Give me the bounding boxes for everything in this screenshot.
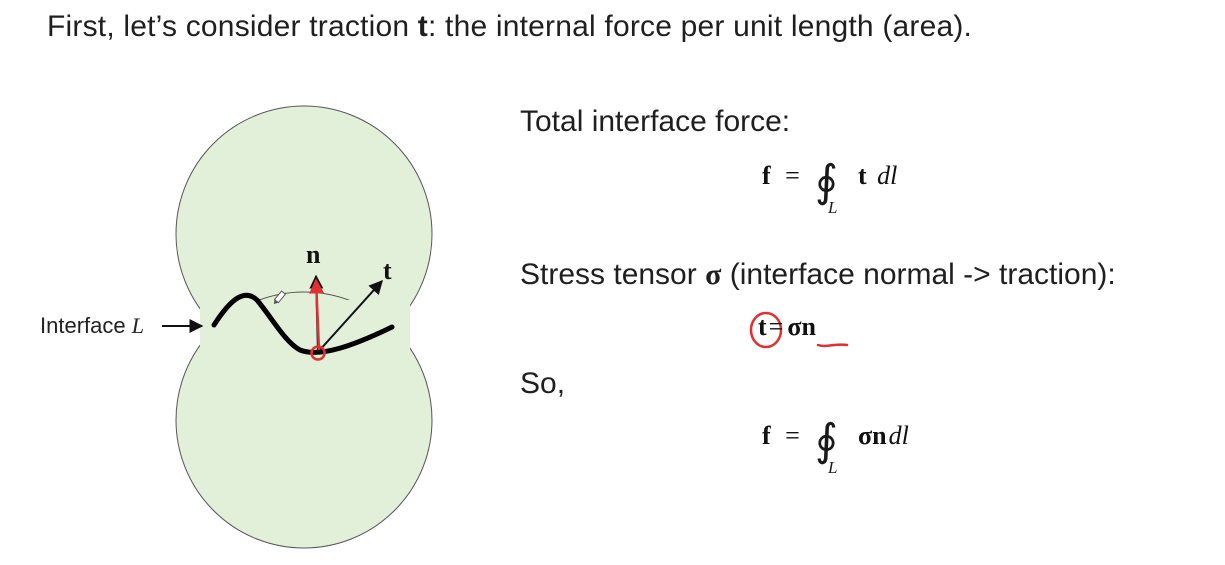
stress-symbol: σ	[705, 258, 722, 291]
slide-title: First, let’s consider traction t: the in…	[47, 10, 972, 44]
so-label: So,	[520, 367, 566, 400]
traction-circle-annotation	[749, 311, 783, 349]
eq3-integrand: σndl	[858, 421, 909, 451]
eq1-integrand-vector: t	[858, 161, 867, 190]
stress-label-suffix: (interface normal -> traction):	[721, 258, 1116, 291]
eq1-contour-label: L	[828, 198, 838, 217]
traction-vector-arrow	[317, 279, 383, 353]
total-force-label: Total interface force:	[520, 105, 791, 138]
interface-label-text: Interface	[40, 313, 132, 338]
equation-total-force: f =	[762, 161, 808, 191]
eq3-equals: =	[785, 421, 800, 450]
title-suffix: : the internal force per unit length (ar…	[427, 10, 973, 43]
interface-curve	[211, 292, 395, 355]
eq2-lhs: t	[758, 312, 767, 341]
pencil-cursor-icon	[273, 290, 287, 305]
eq3-contour-label: L	[828, 458, 838, 477]
eq1-contour-integral-symbol: ∮	[815, 156, 838, 207]
eq3-differential: dl	[888, 421, 909, 450]
equation-total-force-stress: f =	[762, 421, 808, 451]
eq1-lhs: f	[762, 161, 771, 190]
eq1-differential: dl	[877, 161, 898, 190]
eq3-integrand-vector: σn	[858, 421, 887, 450]
interface-label-symbol: L	[131, 313, 144, 338]
stress-label-prefix: Stress tensor	[520, 258, 706, 291]
interface-label: Interface L	[40, 313, 144, 339]
eq3-lhs: f	[762, 421, 771, 450]
equation-cauchy-relation: t=σn	[758, 312, 816, 342]
normal-label: n	[306, 240, 321, 269]
eq2-rhs: σn	[787, 312, 816, 341]
sigma-n-underline-annotation	[816, 343, 849, 348]
traction-label: t	[383, 256, 392, 285]
eq3-contour-integral-symbol: ∮	[815, 415, 838, 466]
title-prefix: First, let’s consider traction	[47, 10, 418, 43]
title-traction-symbol: t	[417, 10, 428, 43]
eq1-integrand: t dl	[858, 161, 897, 191]
stress-tensor-label: Stress tensor σ (interface normal -> tra…	[520, 258, 1116, 292]
eq2-equals: =	[768, 312, 784, 341]
base-point-annotation	[310, 345, 326, 361]
eq1-equals: =	[785, 161, 800, 190]
normal-vector-annotation	[309, 278, 325, 351]
